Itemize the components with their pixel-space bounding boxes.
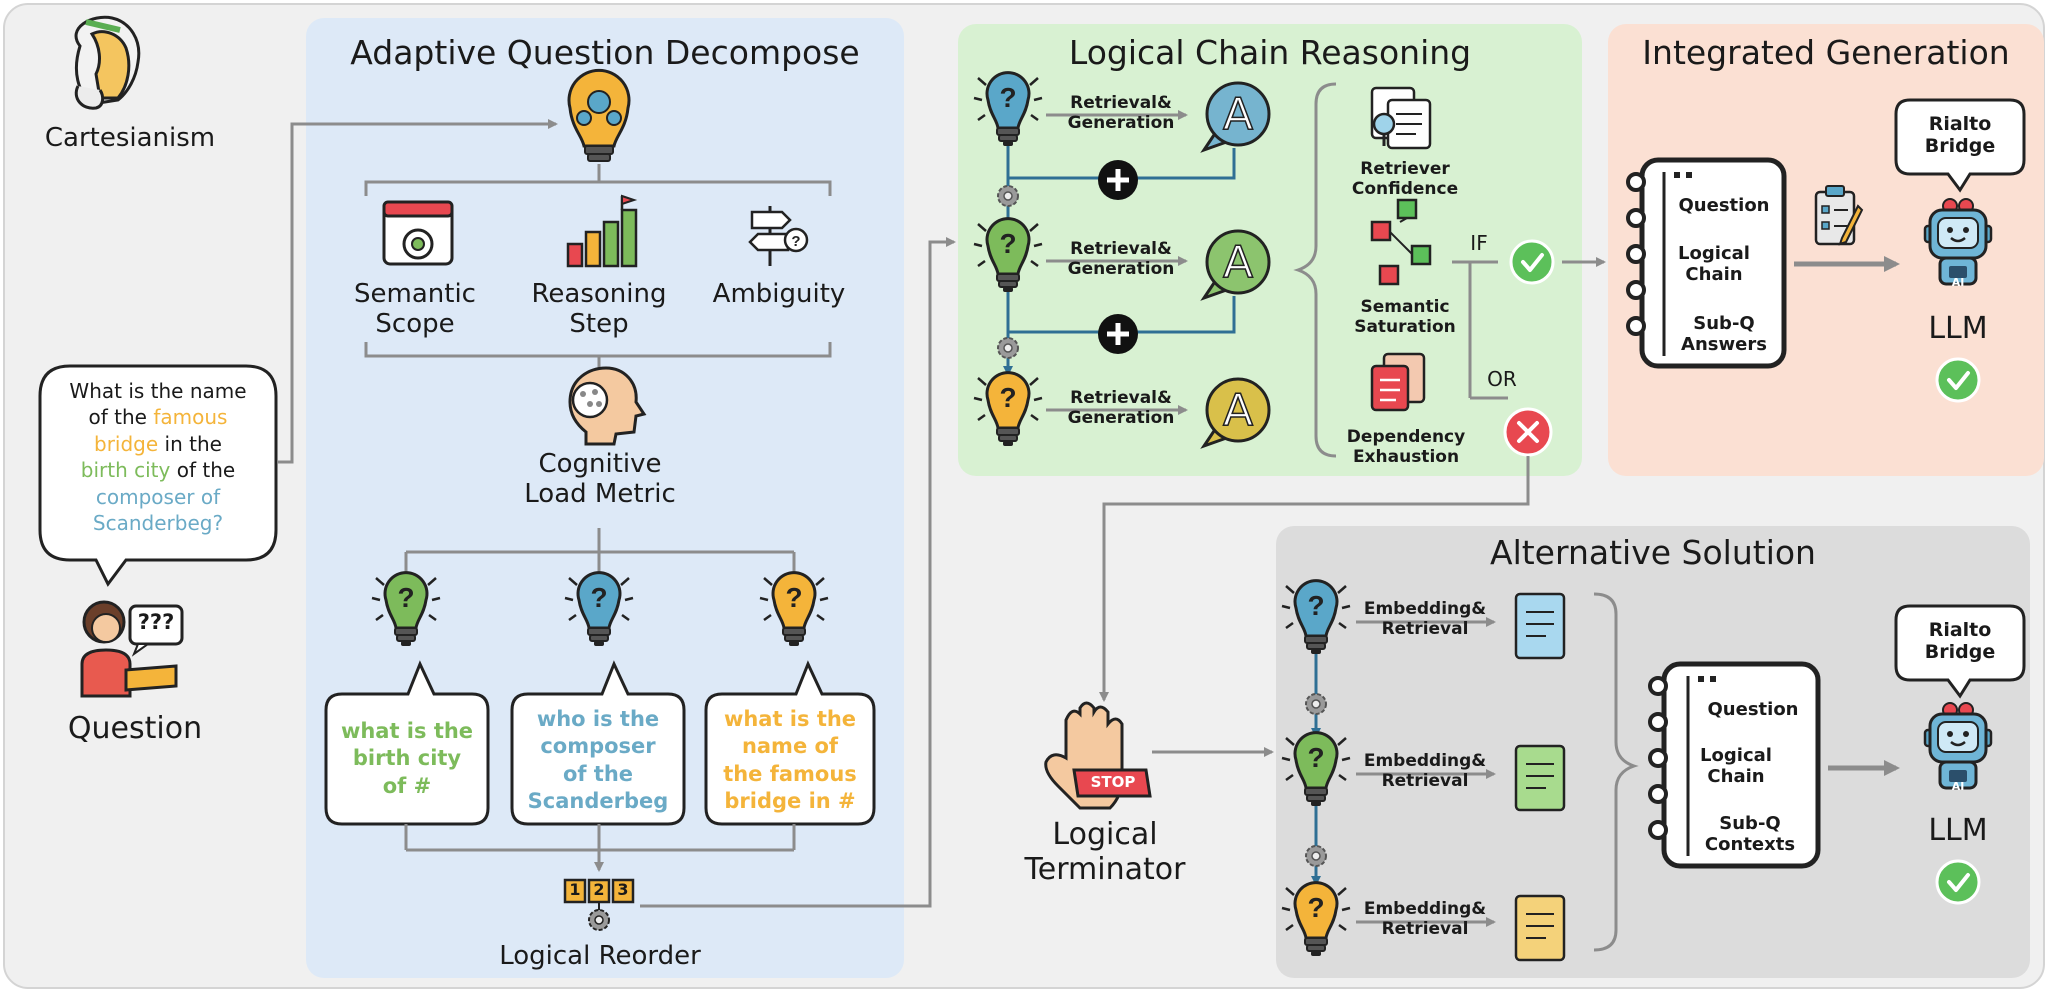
cross-icon (1503, 407, 1553, 457)
llm-label: LLM (1928, 813, 1988, 848)
context-doc-yellow (1514, 894, 1566, 962)
bar-growth-icon (566, 194, 638, 268)
or-label: OR (1487, 367, 1517, 391)
sub-question-bubble-1 (324, 660, 490, 826)
plus-icon (1098, 160, 1138, 200)
question-text: What is the name of the famous bridge in… (40, 378, 276, 536)
question-marks: ??? (137, 610, 175, 634)
target-window-icon (382, 200, 454, 266)
student-icon (80, 600, 184, 698)
ambiguity-label: Ambiguity (712, 279, 846, 309)
dependency-list-icon (1370, 352, 1426, 412)
plus-icon (1098, 314, 1138, 354)
criteria-bracket (1293, 82, 1337, 458)
retrieval-generation-label: Retrieval&Generation (1067, 388, 1175, 428)
connector-cross-to-terminator (1099, 456, 1530, 702)
node-flow-icon (1370, 198, 1432, 286)
context-doc-green (1514, 744, 1566, 812)
reorder-icon (563, 878, 635, 931)
check-icon (1935, 357, 1981, 403)
question-line: composer of (95, 484, 221, 509)
ai-tag: AI (1951, 780, 1965, 793)
llm-label: LLM (1928, 311, 1988, 346)
brain-head-icon (568, 366, 647, 446)
doc-item: Question (1678, 195, 1770, 216)
gear-icon (997, 185, 1019, 207)
gear-icon (997, 337, 1019, 359)
connector-reorder-to-chain (640, 237, 956, 908)
context-doc-blue (1514, 592, 1566, 660)
check-icon (1935, 859, 1981, 905)
philosopher-icon (74, 15, 141, 110)
svg-text:?: ? (791, 233, 800, 250)
reorder-digit: 1 (569, 880, 581, 899)
sub-question-bubble-3 (704, 660, 876, 826)
chain-title: Logical Chain Reasoning (1068, 33, 1472, 72)
retrieval-generation-label: Retrieval&Generation (1067, 93, 1175, 133)
question-line: What is the name (69, 379, 247, 403)
question-line: birth city of the (80, 458, 236, 483)
sub-question-bubble-2 (510, 660, 686, 826)
question-bubble (38, 364, 278, 587)
gear-icon (1305, 693, 1327, 715)
check-icon (1509, 239, 1555, 285)
embedding-retrieval-label: Embedding&Retrieval (1363, 599, 1487, 639)
embedding-retrieval-label: Embedding&Retrieval (1363, 751, 1487, 791)
reorder-digit: 3 (617, 880, 629, 899)
context-bracket (1593, 592, 1639, 952)
idea-gear-icon (567, 68, 631, 162)
logical-reorder-label: Logical Reorder (499, 941, 701, 971)
if-label: IF (1470, 231, 1488, 255)
question-line: Scanderbeg? (92, 510, 224, 535)
notebook-icon (1639, 157, 1787, 369)
retrieval-generation-label: Retrieval&Generation (1067, 239, 1175, 279)
question-line: bridge in the (94, 431, 222, 456)
stop-text: STOP (1090, 773, 1136, 791)
answer-speech-bubble (1894, 604, 2026, 699)
document-search-icon (1370, 86, 1432, 150)
decompose-title: Adaptive Question Decompose (350, 33, 860, 72)
reorder-digit: 2 (593, 880, 605, 899)
stop-hand-icon (1044, 701, 1152, 810)
gear-icon (1305, 845, 1327, 867)
integrated-title: Integrated Generation (1642, 33, 2010, 72)
clipboard-icon (1814, 185, 1864, 246)
question-line: of the famous (88, 405, 228, 430)
connector-question-to-decompose (278, 119, 558, 464)
cartesianism-label: Cartesianism (44, 123, 216, 153)
doc-item: Question (1707, 699, 1799, 720)
question-label: Question (67, 711, 203, 746)
ai-tag: AI (1951, 276, 1965, 289)
alternative-title: Alternative Solution (1490, 533, 1816, 572)
answer-speech-bubble (1894, 98, 2026, 193)
signpost-icon: ? (748, 206, 809, 266)
embedding-retrieval-label: Embedding&Retrieval (1363, 899, 1487, 939)
